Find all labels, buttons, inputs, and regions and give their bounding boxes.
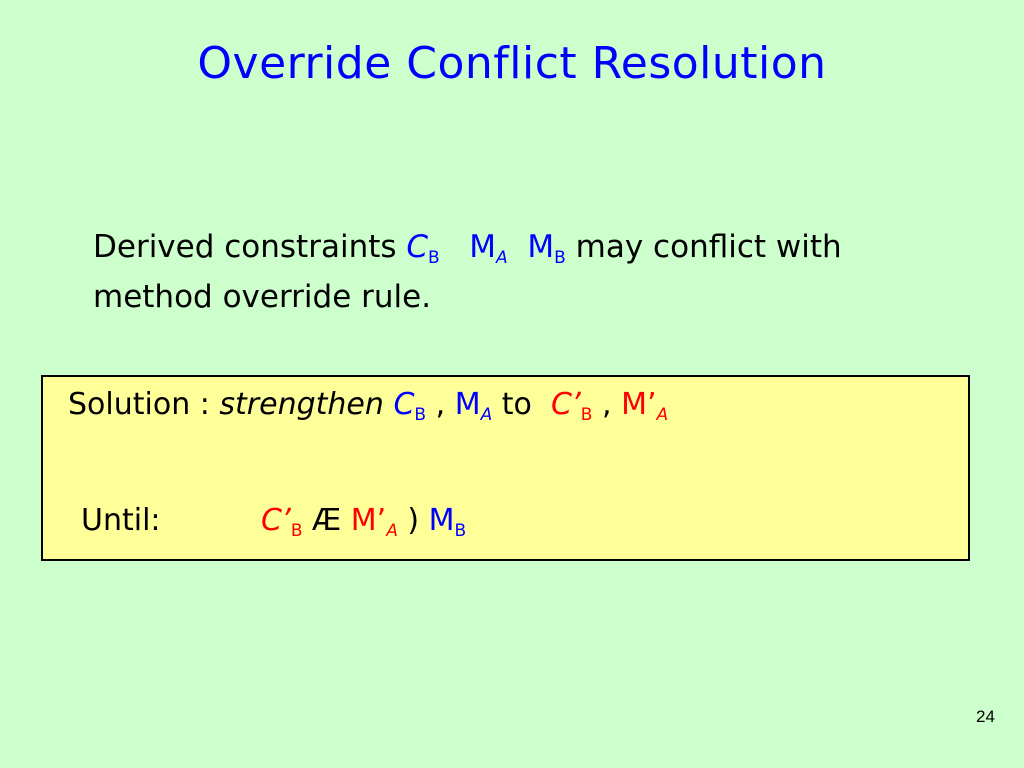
solution-c-prime-symbol: C’ xyxy=(550,387,581,422)
method-m-a-symbol: M xyxy=(469,229,497,265)
body-text: Derived constraints CB MA MB may conflic… xyxy=(93,222,842,322)
constraint-c: CB xyxy=(406,229,440,268)
method-m-b-sub: B xyxy=(554,248,566,268)
solution-m-sub: A xyxy=(480,405,493,425)
solution-c-prime: C’B xyxy=(550,387,593,425)
solution-line: Solution : strengthen CB , MA to C’B , M… xyxy=(68,387,669,425)
solution-comma-2: , xyxy=(592,387,622,422)
body-line-1: Derived constraints CB MA MB may conflic… xyxy=(93,222,842,272)
method-m-b: MB xyxy=(527,229,566,268)
until-label: Until: xyxy=(81,503,161,538)
body-line1-suffix: may conflict with xyxy=(565,229,842,265)
page-number: 24 xyxy=(976,707,995,726)
constraint-c-sub: B xyxy=(428,248,440,268)
until-m-prime: M’A xyxy=(350,503,398,541)
slide-title: Override Conflict Resolution xyxy=(197,38,827,89)
until-m-prime-symbol: M’ xyxy=(350,503,387,538)
method-m-a-sub: A xyxy=(496,248,508,268)
until-m-symbol: M xyxy=(428,503,455,538)
until-ae: Æ xyxy=(302,503,351,538)
until-m: MB xyxy=(428,503,467,541)
until-c-prime-sub: B xyxy=(290,521,303,541)
solution-label: Solution : xyxy=(68,387,220,422)
solution-c-sub: B xyxy=(414,405,427,425)
solution-to: to xyxy=(492,387,542,422)
body-line1-prefix: Derived constraints xyxy=(93,229,407,265)
solution-m-symbol: M xyxy=(454,387,481,422)
solution-c: CB xyxy=(393,387,427,425)
method-m-b-symbol: M xyxy=(527,229,555,265)
until-paren: ) xyxy=(397,503,429,538)
solution-comma-1: , xyxy=(426,387,455,422)
body-line-2: method override rule. xyxy=(93,279,432,315)
solution-c-prime-sub: B xyxy=(580,405,593,425)
solution-m-prime-sub: A xyxy=(656,405,669,425)
solution-m: MA xyxy=(454,387,493,425)
until-m-sub: B xyxy=(454,521,467,541)
method-m-a: MA xyxy=(469,229,508,268)
until-c-prime: C’B xyxy=(261,503,303,541)
until-c-prime-symbol: C’ xyxy=(261,503,291,538)
solution-m-prime: M’A xyxy=(621,387,669,425)
constraint-c-symbol: C xyxy=(406,229,429,265)
solution-box: Solution : strengthen CB , MA to C’B , M… xyxy=(41,375,970,561)
strengthen-word: strengthen xyxy=(219,387,384,422)
until-m-prime-sub: A xyxy=(386,521,398,541)
solution-c-symbol: C xyxy=(393,387,415,422)
until-line: Until:C’B Æ M’A ) MB xyxy=(81,503,467,541)
solution-m-prime-symbol: M’ xyxy=(621,387,657,422)
